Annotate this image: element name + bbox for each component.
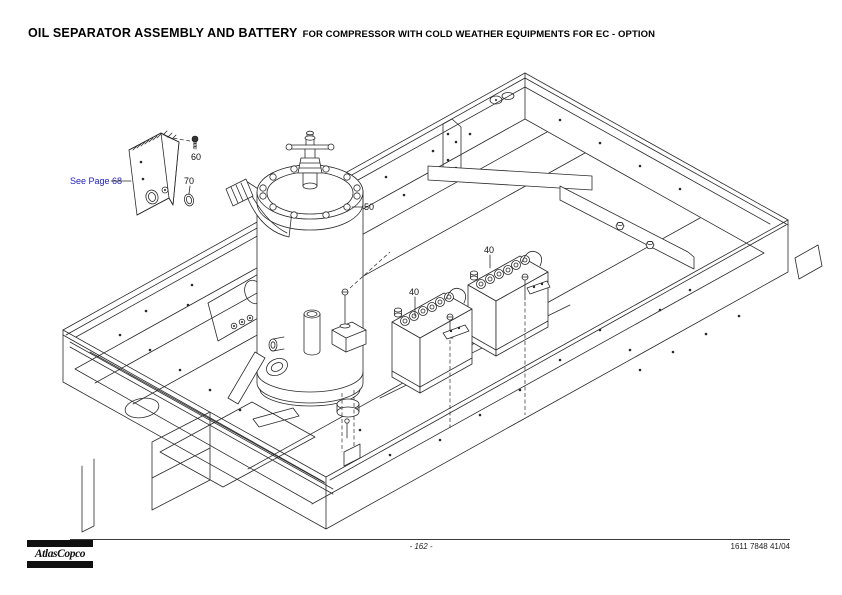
document-number: 1611 7848 41/04 bbox=[730, 542, 790, 551]
logo-bar-bottom bbox=[27, 561, 93, 568]
part-label-60: 60 bbox=[191, 152, 201, 162]
support-beams bbox=[379, 165, 695, 399]
logo-brand-text: AtlasCopco bbox=[34, 548, 86, 560]
bolt-hole-dots bbox=[118, 118, 741, 457]
battery-right bbox=[467, 250, 551, 415]
logo-bar-top bbox=[27, 540, 93, 547]
atlas-copco-logo: AtlasCopco bbox=[27, 540, 93, 568]
page-number: - 162 - bbox=[409, 542, 433, 551]
oil-separator-vessel bbox=[225, 130, 391, 452]
electrical-box bbox=[128, 130, 180, 216]
part-label-70: 70 bbox=[184, 176, 194, 186]
title-main: OIL SEPARATOR ASSEMBLY AND BATTERY bbox=[28, 26, 298, 40]
part-label-50: 50 bbox=[364, 202, 374, 212]
top-valve bbox=[285, 130, 335, 190]
screw-60 bbox=[166, 135, 199, 150]
part-label-40-left: 40 bbox=[409, 287, 419, 297]
title-sub: FOR COMPRESSOR WITH COLD WEATHER EQUIPME… bbox=[302, 29, 656, 40]
see-page-link[interactable]: See Page 68 bbox=[70, 176, 122, 186]
flange-bolts bbox=[259, 165, 361, 219]
part-label-40-right: 40 bbox=[484, 245, 494, 255]
o-ring-70 bbox=[183, 185, 195, 207]
footer-rule bbox=[70, 539, 790, 540]
page-title: OIL SEPARATOR ASSEMBLY AND BATTERY FOR CO… bbox=[28, 24, 655, 42]
part-labels: See Page 68 60 70 50 40 40 bbox=[70, 152, 494, 317]
battery-left bbox=[391, 287, 473, 428]
